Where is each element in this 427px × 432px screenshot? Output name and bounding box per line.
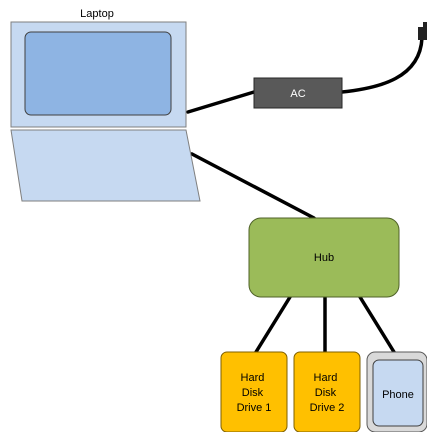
drive2-box bbox=[293, 351, 361, 432]
drive1-box bbox=[220, 351, 288, 432]
drive2-label-line2: Disk bbox=[315, 387, 337, 399]
laptop-screen bbox=[24, 31, 172, 116]
laptop-to-hub-cable bbox=[190, 152, 316, 220]
connectors bbox=[186, 36, 424, 354]
hub-label: Hub bbox=[314, 252, 334, 264]
phone-label: Phone bbox=[382, 389, 414, 401]
wall-plug-icon bbox=[418, 22, 427, 40]
phone-node: Phone bbox=[366, 351, 427, 432]
drive1-label-line1: Hard bbox=[241, 372, 265, 384]
ac-to-wall-cable bbox=[340, 36, 424, 94]
drive2-label: Hard Disk Drive 2 bbox=[310, 372, 345, 414]
hub-to-phone-cable bbox=[358, 295, 396, 354]
laptop-label: Laptop bbox=[80, 8, 114, 20]
laptop-to-ac-cable bbox=[186, 90, 256, 114]
drive2-node: Hard Disk Drive 2 bbox=[293, 351, 361, 432]
drive1-label-line3: Drive 1 bbox=[237, 402, 272, 414]
hub-to-drive1-cable bbox=[254, 295, 292, 354]
laptop-node: Laptop bbox=[10, 8, 201, 202]
hub-box bbox=[248, 217, 400, 298]
laptop-base bbox=[10, 129, 201, 202]
drive1-node: Hard Disk Drive 1 bbox=[220, 351, 288, 432]
drive1-label-line2: Disk bbox=[242, 387, 264, 399]
hub-node: Hub bbox=[248, 217, 400, 298]
ac-box bbox=[253, 77, 343, 109]
ac-node: AC bbox=[253, 77, 343, 109]
drive1-label: Hard Disk Drive 1 bbox=[237, 372, 272, 414]
phone-screen bbox=[372, 359, 424, 427]
ac-label: AC bbox=[290, 88, 305, 100]
drive2-label-line3: Drive 2 bbox=[310, 402, 345, 414]
drive2-label-line1: Hard bbox=[314, 372, 338, 384]
